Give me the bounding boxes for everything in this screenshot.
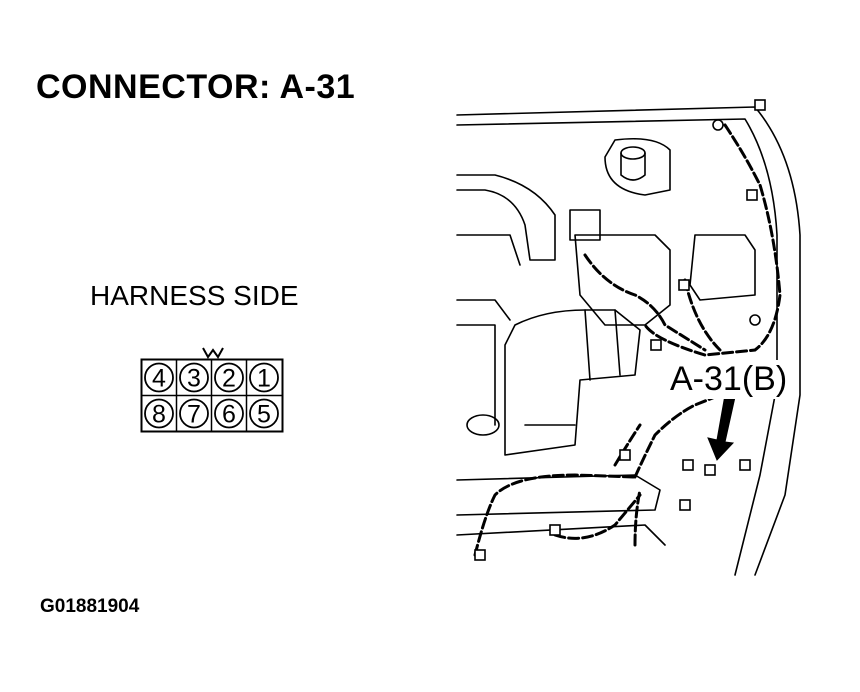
small-connector — [754, 99, 766, 111]
pin-6-circle — [214, 398, 244, 429]
pin-5-number: 5 — [257, 401, 271, 429]
pin-3-circle — [179, 362, 209, 393]
air-box — [574, 234, 671, 326]
air-cleaner — [504, 309, 641, 456]
fender-outline — [456, 106, 801, 576]
pin-8-number: 8 — [152, 401, 166, 429]
connector-title: CONNECTOR: A-31 — [36, 68, 356, 106]
pin-4-number: 4 — [152, 365, 166, 393]
connector-location-callout: A-31(B) — [668, 360, 790, 399]
engine-compartment-drawing — [456, 99, 801, 576]
pin-7-circle — [179, 398, 209, 429]
callout-arrow — [707, 394, 736, 461]
pin-5-circle — [249, 398, 279, 429]
pin-8-circle — [144, 398, 174, 429]
pin-1-number: 1 — [257, 365, 271, 393]
reservoir-cap — [620, 146, 646, 160]
pin-6-number: 6 — [222, 401, 236, 429]
wiring-harness-main — [643, 123, 782, 357]
connector-key-tab — [202, 347, 224, 359]
figure-id: G01881904 — [40, 596, 140, 617]
harness-side-label: HARNESS SIDE — [90, 280, 299, 311]
pin-3-number: 3 — [187, 365, 201, 393]
pin-4-circle — [144, 362, 174, 393]
pin-2-number: 2 — [222, 365, 236, 393]
intake-duct — [456, 174, 556, 261]
pin-2-circle — [214, 362, 244, 393]
pin-7-number: 7 — [187, 401, 201, 429]
pin-1-circle — [249, 362, 279, 393]
